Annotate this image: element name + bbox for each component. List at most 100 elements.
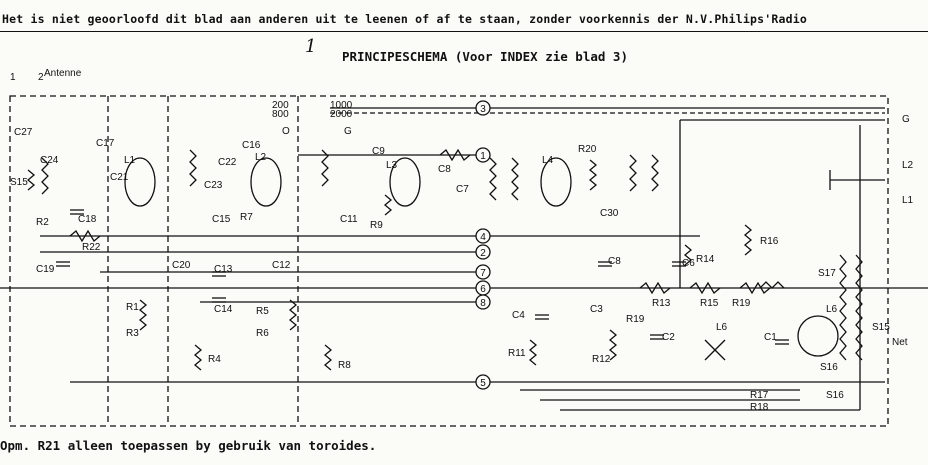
node-label: 2 xyxy=(480,248,486,259)
resistor-r15 xyxy=(689,281,721,295)
resistor-r4 xyxy=(193,344,203,371)
mains-label: Net xyxy=(892,337,908,348)
footnote: Opm. R21 alleen toepassen by gebruik van… xyxy=(0,438,377,453)
component-label: L4 xyxy=(542,155,554,166)
component-label: C30 xyxy=(600,208,619,219)
valve-1 xyxy=(124,157,156,207)
component-label: C1 xyxy=(764,332,777,343)
component-label: C9 xyxy=(372,146,385,157)
component-label: S16 xyxy=(820,362,838,373)
component-label: S15 xyxy=(872,322,890,333)
component-label: R11 xyxy=(508,348,526,359)
component-label: C8 xyxy=(438,164,451,175)
component-label: R1 xyxy=(126,302,139,313)
node-2 xyxy=(475,244,491,260)
component-label: R6 xyxy=(256,328,269,339)
band-label: 2000 xyxy=(330,109,353,120)
node-8 xyxy=(475,294,491,310)
component-label: R3 xyxy=(126,328,139,339)
resistor-r22 xyxy=(69,229,101,243)
node-label: 7 xyxy=(480,268,486,279)
chassis-frame xyxy=(9,95,889,427)
resistor-r9 xyxy=(383,194,393,216)
transformer-s16 xyxy=(629,154,637,192)
band-label: 200 xyxy=(272,100,289,111)
node-label: 4 xyxy=(480,232,486,243)
component-label: C13 xyxy=(214,264,233,275)
component-label: R4 xyxy=(208,354,221,365)
resistor-r16 xyxy=(743,224,753,256)
component-label: C15 xyxy=(212,214,231,225)
transformer-s15 xyxy=(511,157,519,201)
node-markers xyxy=(475,100,491,390)
component-label: R14 xyxy=(696,254,715,265)
coil-l2 xyxy=(189,149,197,187)
component-label: C14 xyxy=(214,304,233,315)
band-label: 1000 xyxy=(330,100,353,111)
resistor-r21 xyxy=(26,169,36,191)
component-label: R16 xyxy=(760,236,779,247)
node-label: 8 xyxy=(480,298,486,309)
resistor-r12b xyxy=(608,329,618,361)
resistor-r11 xyxy=(528,339,538,366)
component-label: C6 xyxy=(682,258,695,269)
component-label: S15 xyxy=(10,177,28,188)
component-labels: C27 C17 C24 S15 R2 C18 R22 C19 C21 L1 C2… xyxy=(10,127,890,413)
component-label: R18 xyxy=(750,402,769,413)
node-label: 1 xyxy=(480,151,486,162)
component-label: L1 xyxy=(124,155,136,166)
component-label: L6 xyxy=(826,304,838,315)
rectifier-valve xyxy=(797,315,839,357)
component-label: C3 xyxy=(590,304,603,315)
resistor-r19 xyxy=(739,281,771,295)
component-label: C12 xyxy=(272,260,291,271)
header-note: Het is niet geoorloofd dit blad aan ande… xyxy=(2,12,807,26)
coil-l1 xyxy=(41,157,49,195)
component-label: C21 xyxy=(110,172,129,183)
mains-transformer-primary xyxy=(839,254,847,361)
schematic-title: PRINCIPESCHEMA (Voor INDEX zie blad 3) xyxy=(342,49,628,64)
component-label: C8 xyxy=(608,256,621,267)
component-label: C23 xyxy=(204,180,223,191)
transformer-s17 xyxy=(651,154,659,192)
component-label: R5 xyxy=(256,306,269,317)
choke-s6 xyxy=(759,281,785,289)
component-label: R20 xyxy=(578,144,597,155)
mains-transformer-secondary xyxy=(855,254,863,361)
component-label: R13 xyxy=(652,298,671,309)
component-label: R15 xyxy=(700,298,719,309)
node-5 xyxy=(475,374,491,390)
switch-label: G xyxy=(344,126,352,137)
component-label: R19 xyxy=(626,314,645,325)
resistor-r12 xyxy=(439,148,471,162)
resistor-r20 xyxy=(588,159,598,191)
valve-3 xyxy=(389,157,421,207)
component-label: L6 xyxy=(716,322,728,333)
component-label: C16 xyxy=(242,140,261,151)
output-label: L2 xyxy=(902,160,914,171)
component-label: S17 xyxy=(818,268,836,279)
component-label: C27 xyxy=(14,127,33,138)
valve-4 xyxy=(540,157,572,207)
component-label: L3 xyxy=(386,160,398,171)
band-label: 800 xyxy=(272,109,289,120)
component-label: C22 xyxy=(218,157,237,168)
page-mark: 1 xyxy=(305,36,317,57)
component-label: L2 xyxy=(255,152,267,163)
component-label: C19 xyxy=(36,264,55,275)
resistor-r5 xyxy=(288,299,298,331)
resistor-r8 xyxy=(323,344,333,371)
aerial-label: Antenne xyxy=(44,68,82,79)
component-label: C24 xyxy=(40,155,59,166)
resistor-r1 xyxy=(138,299,148,331)
output-label: G xyxy=(902,114,910,125)
node-4 xyxy=(475,228,491,244)
node-labels: 3 1 4 2 7 6 8 5 xyxy=(480,104,486,389)
component-label: C20 xyxy=(172,260,191,271)
header-rule xyxy=(0,31,928,32)
output-label: L1 xyxy=(902,195,914,206)
node-7 xyxy=(475,264,491,280)
component-label: C4 xyxy=(512,310,525,321)
component-label: R7 xyxy=(240,212,253,223)
